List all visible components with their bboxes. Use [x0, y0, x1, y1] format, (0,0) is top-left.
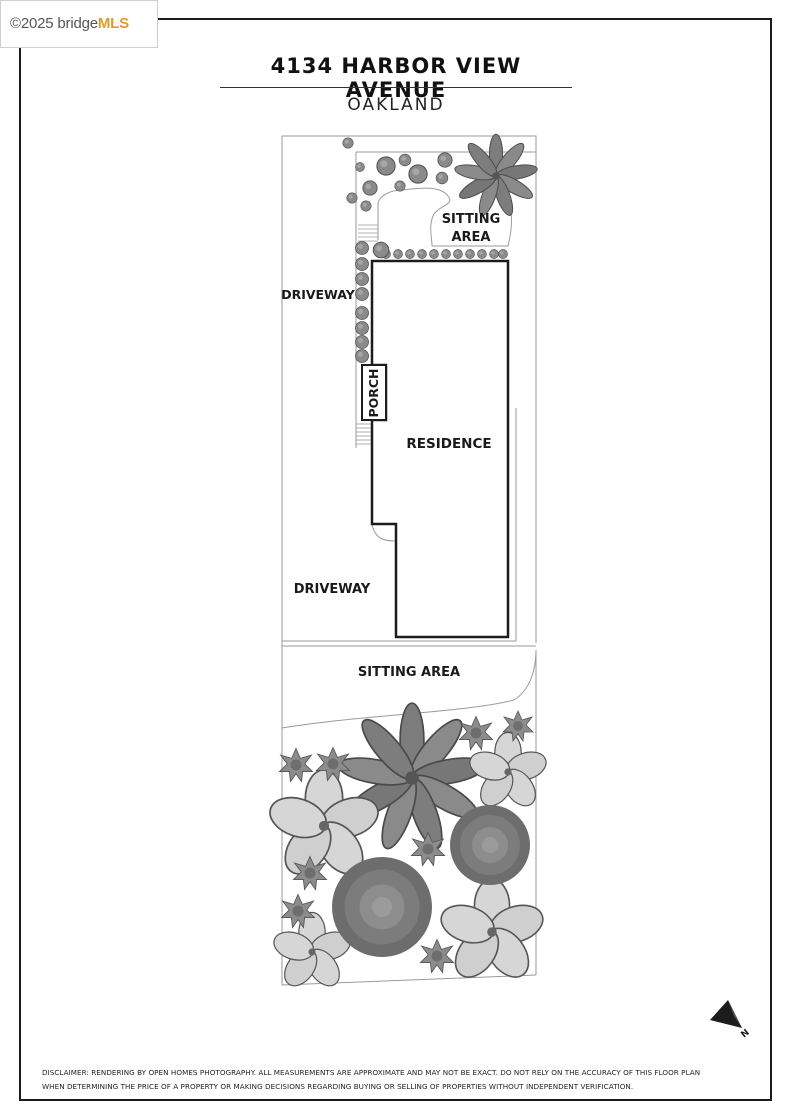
- label-sitting-area-bottom: SITTING AREA: [358, 665, 460, 680]
- porch-outline: [361, 364, 387, 421]
- lot-boundary: [282, 135, 537, 643]
- label-driveway-upper: DRIVEWAY: [281, 287, 356, 302]
- upper-steps: [358, 224, 378, 242]
- property-address: 4134 HARBOR VIEW AVENUE: [270, 54, 522, 102]
- watermark-text: ©2025 bridgeMLS: [10, 15, 129, 32]
- lower-garden-plants: [264, 702, 551, 993]
- north-arrow-icon: N: [710, 1000, 752, 1041]
- label-residence: RESIDENCE: [406, 436, 491, 452]
- label-driveway-lower: DRIVEWAY: [294, 582, 371, 597]
- disclaimer-line-1: DISCLAIMER: RENDERING BY OPEN HOMES PHOT…: [42, 1068, 701, 1077]
- sitting-area-curve: [281, 649, 537, 729]
- label-sitting-area-top-line2: AREA: [451, 230, 490, 245]
- upper-garden-plants: [342, 133, 539, 259]
- disclaimer: DISCLAIMER: RENDERING BY OPEN HOMES PHOT…: [42, 1066, 752, 1094]
- label-porch: PORCH: [366, 368, 381, 417]
- page-border: [19, 18, 772, 1101]
- door-swing: [371, 524, 396, 542]
- label-sitting-area-top-line1: SITTING: [442, 212, 501, 227]
- north-label: N: [740, 1028, 752, 1041]
- disclaimer-line-2: WHEN DETERMINING THE PRICE OF A PROPERTY…: [42, 1082, 634, 1091]
- porch-steps: [356, 423, 372, 445]
- garden-path: [377, 187, 451, 247]
- watermark-logo: ©2025 bridgeMLS: [0, 0, 158, 48]
- property-city: OAKLAND: [347, 95, 445, 115]
- site-plan: SITTING AREA DRIVEWAY PORCH RESIDENCE DR…: [264, 133, 551, 993]
- title-divider: [220, 87, 572, 88]
